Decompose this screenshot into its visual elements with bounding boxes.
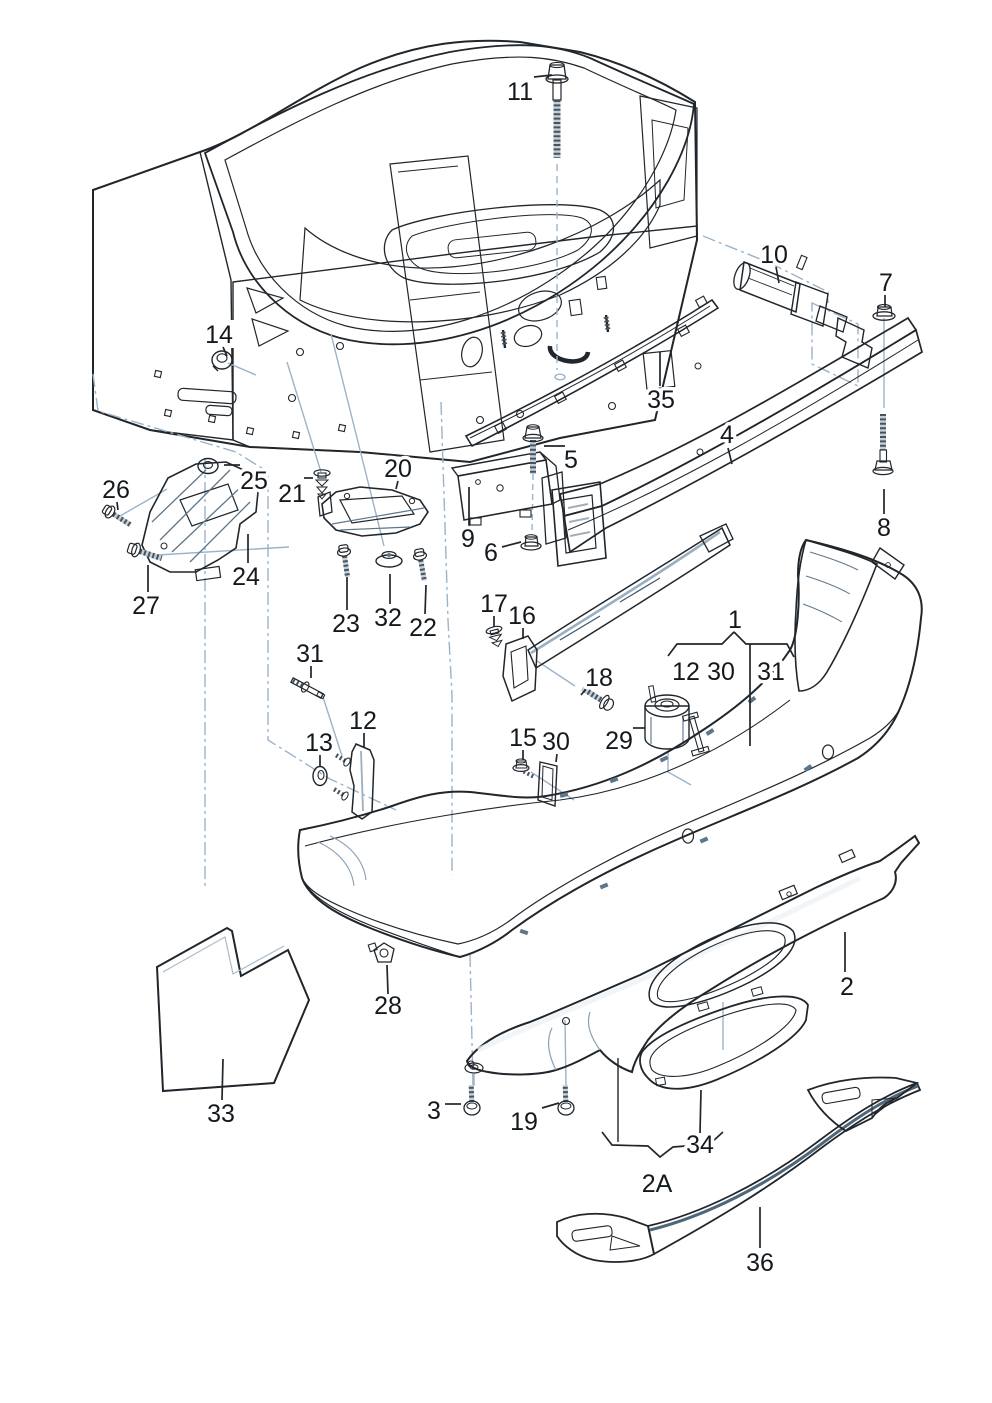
leader-line-4	[727, 447, 733, 465]
part-label-17[interactable]: 17	[477, 587, 512, 622]
part-8-bolt	[872, 414, 894, 476]
part-12-guide-bracket	[331, 743, 375, 820]
projection-lines	[92, 164, 885, 1142]
leader-line-28	[386, 964, 389, 995]
leader-line-33	[221, 1058, 224, 1101]
part-22-screw	[412, 548, 428, 582]
part-4-bumper-reinforcement	[551, 316, 923, 567]
part-11-bolt	[545, 61, 569, 158]
label-backing-box	[498, 64, 544, 106]
part-label-8[interactable]: 8	[874, 511, 895, 546]
part-14-nut	[211, 350, 233, 372]
part-label-33[interactable]: 33	[204, 1097, 239, 1132]
part-6-nut	[520, 534, 542, 551]
part-label-2[interactable]: 2	[837, 970, 858, 1005]
part-label-34[interactable]: 34	[683, 1128, 718, 1163]
part-label-36[interactable]: 36	[743, 1246, 778, 1281]
leader-line-19	[541, 1102, 560, 1109]
part-label-12[interactable]: 12	[346, 704, 381, 739]
part-label-22[interactable]: 22	[406, 611, 441, 646]
part-label-26[interactable]: 26	[99, 473, 134, 508]
part-7-flange-nut	[872, 304, 896, 321]
part-label-15[interactable]: 15	[506, 721, 541, 756]
part-5-bolt	[522, 424, 544, 474]
part-34-diffuser-panel	[639, 986, 809, 1090]
part-label-20[interactable]: 20	[381, 452, 416, 487]
part-label-14[interactable]: 14	[202, 318, 237, 353]
leader-line-18	[580, 683, 591, 696]
part-28-clip-nut	[367, 942, 395, 963]
leader-line-26	[116, 501, 119, 511]
hardware	[101, 61, 896, 1116]
part-label-18[interactable]: 18	[582, 661, 617, 696]
part-label-3[interactable]: 3	[424, 1094, 445, 1129]
part-label-21[interactable]: 21	[275, 477, 310, 512]
part-label-10[interactable]: 10	[757, 238, 792, 273]
part-13-grommet	[312, 765, 328, 787]
part-label-6[interactable]: 6	[481, 536, 502, 571]
part-20-bracket	[317, 486, 429, 537]
leader-line-20	[395, 480, 399, 490]
car-body	[92, 39, 699, 464]
group-label-1[interactable]: 1	[725, 603, 746, 638]
part-label-32[interactable]: 32	[371, 601, 406, 636]
part-label-4[interactable]: 4	[717, 418, 738, 453]
part-17-expanding-clip	[485, 625, 503, 648]
part-36-trim-strip	[556, 1076, 922, 1263]
part-32-flange-nut	[375, 550, 403, 568]
group-member-label-12[interactable]: 12	[669, 655, 704, 690]
part-24-bracket	[141, 461, 259, 582]
part-31-stud	[290, 676, 326, 700]
part-1-bumper-cover	[297, 538, 923, 959]
leader-line-10	[775, 266, 780, 284]
part-label-16[interactable]: 16	[505, 599, 540, 634]
part-label-30[interactable]: 30	[539, 725, 574, 760]
part-16-side-bracket	[502, 523, 734, 703]
group-member-label-31[interactable]: 31	[754, 655, 789, 690]
part-27-screw	[126, 542, 163, 561]
label-backing-box	[196, 320, 242, 348]
leader-line-30	[555, 753, 558, 763]
part-10-impact-damper	[733, 254, 873, 369]
group-bracket-2A	[601, 1131, 687, 1159]
part-15-nut	[512, 758, 530, 772]
part-label-23[interactable]: 23	[329, 607, 364, 642]
leader-line-14	[222, 346, 228, 357]
group-member-label-30[interactable]: 30	[704, 655, 739, 690]
part-9-mount-bracket	[450, 451, 567, 545]
part-21-expanding-clip	[313, 469, 331, 500]
part-label-7[interactable]: 7	[876, 266, 897, 301]
part-26-screw	[101, 504, 132, 527]
part-label-27[interactable]: 27	[129, 589, 164, 624]
leader-line-22	[424, 584, 427, 615]
group-label-2A[interactable]: 2A	[638, 1167, 676, 1202]
part-23-screw	[336, 544, 352, 578]
part-label-13[interactable]: 13	[302, 726, 337, 761]
part-label-9[interactable]: 9	[458, 522, 479, 557]
part-25-grommet	[197, 457, 219, 475]
leader-lines	[116, 64, 886, 1248]
part-19-screw	[557, 1084, 575, 1116]
part-label-29[interactable]: 29	[602, 724, 637, 759]
part-label-24[interactable]: 24	[229, 560, 264, 595]
part-label-5[interactable]: 5	[561, 443, 582, 478]
leader-line-34	[699, 1089, 702, 1134]
part-label-35[interactable]: 35	[644, 383, 679, 418]
leader-line-11	[533, 74, 553, 78]
part-label-11[interactable]: 11	[504, 75, 537, 110]
part-label-28[interactable]: 28	[371, 989, 406, 1024]
group-bracket-2A	[711, 1131, 724, 1143]
part-2-lower-valance	[465, 834, 921, 1076]
group-bracket-1	[667, 630, 795, 658]
part-33-protective-sheet	[155, 926, 311, 1093]
part-label-25[interactable]: 25	[237, 464, 272, 499]
part-label-31[interactable]: 31	[293, 637, 328, 672]
leader-line-6	[501, 541, 522, 548]
part-35-trim-strip	[464, 295, 720, 448]
part-label-19[interactable]: 19	[507, 1105, 542, 1140]
part-30-retainer-plate	[522, 761, 558, 807]
